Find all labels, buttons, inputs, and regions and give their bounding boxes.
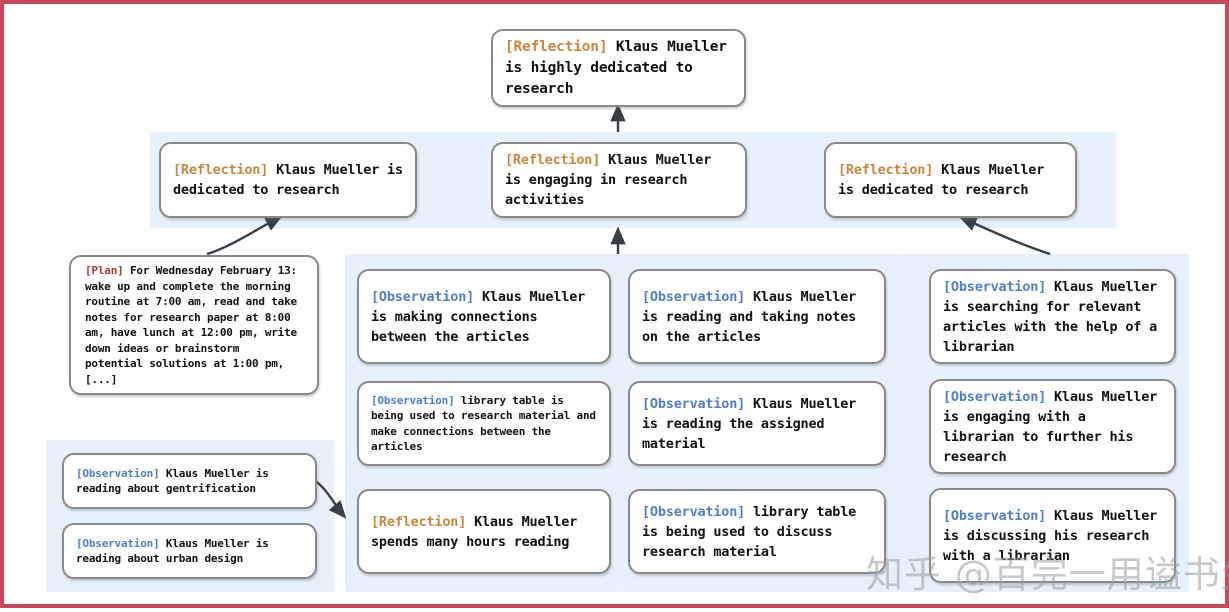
node-text: Klaus Mueller is dedicated to research — [838, 162, 1045, 198]
node-tag: [Observation] — [76, 536, 160, 550]
node-reflection-right[interactable]: [Reflection] Klaus Mueller is dedicated … — [824, 142, 1077, 218]
node-observation-searching-articles[interactable]: [Observation] Klaus Mueller is searching… — [929, 269, 1176, 364]
node-tag: [Observation] — [642, 395, 746, 412]
node-observation-gentrification[interactable]: [Observation] Klaus Mueller is reading a… — [62, 453, 317, 509]
node-text: Klaus Mueller is engaging with a librari… — [943, 388, 1158, 465]
node-observation-urban-design[interactable]: [Observation] Klaus Mueller is reading a… — [62, 523, 317, 579]
node-text: Klaus Mueller is making connections betw… — [371, 288, 586, 345]
node-tag: [Observation] — [642, 503, 746, 520]
node-text: library table is being used to research … — [371, 393, 596, 454]
node-text: library table is being used to discuss r… — [642, 503, 857, 560]
node-text: For Wednesday February 13: wake up and c… — [85, 264, 297, 386]
node-tag: [Observation] — [943, 278, 1047, 295]
node-reflection-middle[interactable]: [Reflection] Klaus Mueller is engaging i… — [491, 142, 747, 218]
node-tag: [Observation] — [943, 507, 1047, 524]
node-text: Klaus Mueller spends many hours reading — [371, 513, 578, 550]
node-text: Klaus Mueller is reading the assigned ma… — [642, 395, 857, 452]
node-text: Klaus Mueller is dedicated to research — [173, 162, 403, 198]
node-text: Klaus Mueller is reading about urban des… — [76, 536, 269, 566]
node-observation-making-connections[interactable]: [Observation] Klaus Mueller is making co… — [357, 269, 611, 364]
arrow-layer — [206, 103, 1051, 519]
node-text: Klaus Mueller is searching for relevant … — [943, 278, 1158, 355]
arrow-plan-to-left-reflection — [206, 215, 284, 256]
node-observation-assigned-material[interactable]: [Observation] Klaus Mueller is reading t… — [628, 381, 886, 466]
node-tag: [Reflection] — [173, 162, 269, 178]
node-text: Klaus Mueller is reading and taking note… — [642, 288, 857, 345]
node-tag: [Reflection] — [371, 513, 467, 530]
node-observation-library-table-research[interactable]: [Observation] library table is being use… — [357, 381, 611, 466]
node-tag: [Reflection] — [505, 38, 608, 55]
node-observation-engaging-librarian[interactable]: [Observation] Klaus Mueller is engaging … — [929, 379, 1176, 474]
node-tag: [Observation] — [371, 288, 475, 305]
arrow-colc-to-right-reflection — [958, 216, 1051, 256]
node-tag: [Observation] — [943, 388, 1047, 405]
node-reflection-left[interactable]: [Reflection] Klaus Mueller is dedicated … — [159, 142, 417, 218]
node-observation-discussing-research[interactable]: [Observation] Klaus Mueller is discussin… — [929, 488, 1176, 583]
node-text: Klaus Mueller is discussing his research… — [943, 507, 1158, 564]
node-observation-library-table-discuss[interactable]: [Observation] library table is being use… — [628, 489, 886, 574]
node-observation-reading-taking-notes[interactable]: [Observation] Klaus Mueller is reading a… — [628, 269, 886, 364]
node-tag: [Reflection] — [838, 162, 934, 178]
diagram-canvas: [Reflection] Klaus Mueller is highly ded… — [4, 4, 1229, 612]
node-text: Klaus Mueller is reading about gentrific… — [76, 466, 269, 496]
node-text: Klaus Mueller is highly dedicated to res… — [505, 38, 727, 97]
node-tag: [Observation] — [642, 288, 746, 305]
node-tag: [Observation] — [76, 466, 160, 480]
node-text: Klaus Mueller is engaging in research ac… — [505, 152, 712, 208]
node-plan[interactable]: [Plan] For Wednesday February 13: wake u… — [69, 255, 319, 395]
node-tag: [Observation] — [371, 393, 455, 407]
node-reflection-hours-reading[interactable]: [Reflection] Klaus Mueller spends many h… — [357, 489, 611, 574]
node-root-reflection[interactable]: [Reflection] Klaus Mueller is highly ded… — [491, 29, 746, 107]
node-tag: [Plan] — [85, 264, 124, 277]
node-tag: [Reflection] — [505, 152, 601, 168]
